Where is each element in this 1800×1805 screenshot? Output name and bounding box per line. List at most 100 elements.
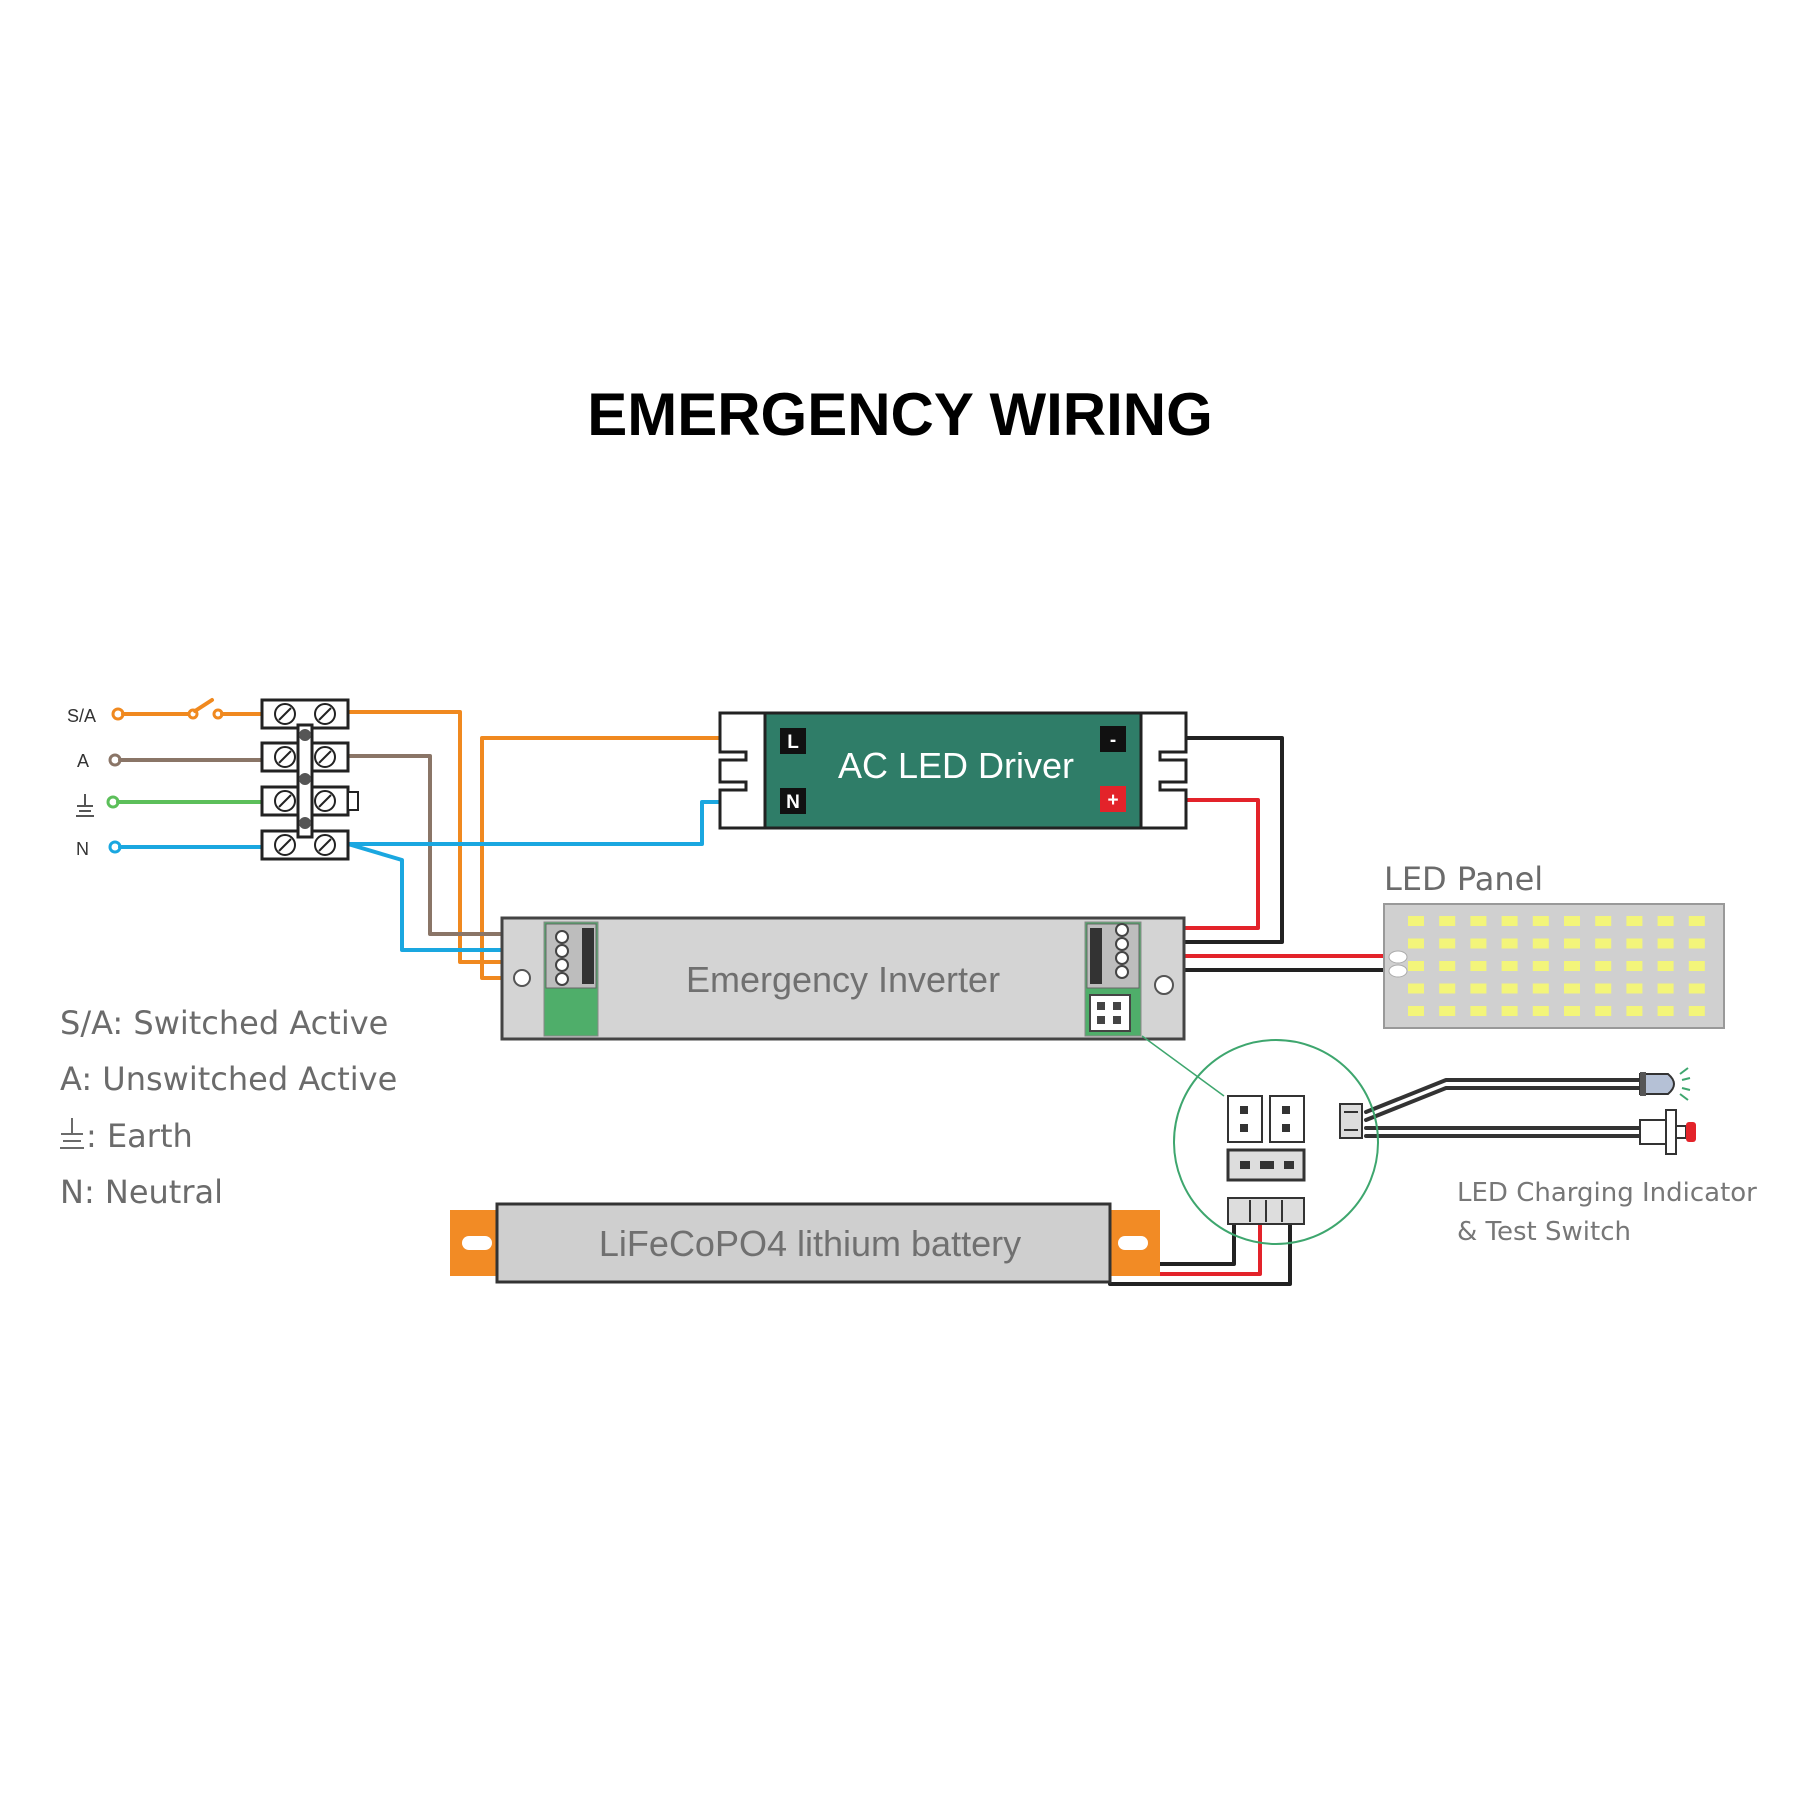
panel-led-chip <box>1501 916 1518 926</box>
panel-led-chip <box>1688 983 1705 994</box>
panel-led-chip <box>1501 983 1518 994</box>
panel-led-chip <box>1688 938 1705 949</box>
panel-led-chip <box>1408 961 1424 971</box>
inverter-label: Emergency Inverter <box>686 959 1000 1000</box>
driver-pin-minus-label: - <box>1110 730 1116 751</box>
legend-item-a: A: Unswitched Active <box>60 1060 397 1098</box>
detail-socket-left <box>1227 1095 1263 1143</box>
panel-led-chip <box>1688 1006 1705 1016</box>
panel-label: LED Panel <box>1384 860 1543 898</box>
panel-led-chip <box>1564 938 1580 949</box>
page-title: EMERGENCY WIRING <box>587 381 1213 448</box>
terminal-label-sa: S/A <box>67 706 96 726</box>
wire-indicator-led <box>1364 1078 1642 1114</box>
indicator-label-line2: & Test Switch <box>1457 1217 1631 1247</box>
panel-led-chip <box>1439 938 1456 949</box>
driver-pin-minus <box>1100 726 1126 752</box>
driver-pin-plus <box>1100 786 1126 812</box>
panel-led-chip <box>1688 961 1705 971</box>
led-panel: LED Panel <box>1383 860 1725 1029</box>
test-switch-button-icon <box>1686 1122 1696 1142</box>
inverter-input-screws <box>582 928 594 984</box>
driver-pin-n-label: N <box>786 792 800 813</box>
supply-inputs: S/A A N <box>67 698 264 859</box>
panel-led-chip <box>1532 961 1549 971</box>
driver-label: AC LED Driver <box>838 745 1074 786</box>
driver-mount-left <box>718 711 767 830</box>
indicator-plug <box>1339 1103 1363 1139</box>
driver-pin-l-label: L <box>787 732 799 753</box>
panel-led-chip <box>1626 983 1643 994</box>
legend-item-sa: S/A: Switched Active <box>60 1004 388 1042</box>
panel-led-chip <box>1657 961 1674 971</box>
panel-led-chip <box>1470 961 1487 971</box>
panel-led-chip <box>1595 1006 1612 1016</box>
detail-socket-right <box>1269 1095 1305 1143</box>
legend-earth-icon <box>60 1118 84 1149</box>
panel-led-chip <box>1408 916 1424 926</box>
panel-led-chip <box>1595 961 1612 971</box>
inverter-mount-hole-right <box>1154 975 1174 995</box>
panel-led-chip <box>1532 938 1549 949</box>
panel-led-chip <box>1408 983 1424 994</box>
detail-callout-line <box>1141 1035 1225 1097</box>
panel-led-chip <box>1688 916 1705 926</box>
panel-led-chip <box>1501 1006 1518 1016</box>
panel-led-chip <box>1532 916 1549 926</box>
panel-led-chip <box>1439 983 1456 994</box>
panel-led-chip <box>1626 1006 1643 1016</box>
panel-led-chip <box>1408 938 1424 949</box>
driver-mount-right <box>1139 711 1188 830</box>
panel-led-chip <box>1626 961 1643 971</box>
panel-led-chip <box>1439 1006 1456 1016</box>
inverter-body <box>500 916 1186 1041</box>
legend-item-earth: : Earth <box>86 1117 193 1155</box>
detail-circle <box>1173 1039 1379 1245</box>
led-indicator-icon <box>1639 1073 1675 1095</box>
switch-lever <box>193 698 214 713</box>
panel-led-chip <box>1470 983 1487 994</box>
panel-led-chip <box>1595 938 1612 949</box>
earth-symbol-icon <box>76 794 94 817</box>
panel-led-chip <box>1564 983 1580 994</box>
battery-body <box>495 1202 1112 1284</box>
panel-led-chip <box>1532 983 1549 994</box>
panel-led-chip <box>1470 1006 1487 1016</box>
panel-led-chip <box>1626 938 1643 949</box>
wire-neutral-to-driver <box>346 800 766 846</box>
panel-led-chip <box>1564 916 1580 926</box>
terminal-label-a: A <box>77 751 89 771</box>
panel-led-chip <box>1657 916 1674 926</box>
panel-led-chip <box>1439 916 1456 926</box>
driver-body <box>763 711 1143 830</box>
driver-pin-n <box>780 788 806 814</box>
panel-led-chip <box>1657 983 1674 994</box>
wire-driver-negative <box>1128 736 1284 944</box>
panel-led-chip <box>1532 1006 1549 1016</box>
terminal-block <box>260 698 359 861</box>
panel-led-chip <box>1501 961 1518 971</box>
legend: S/A: Switched Active A: Unswitched Activ… <box>60 1004 397 1211</box>
legend-item-n: N: Neutral <box>60 1173 223 1211</box>
lithium-battery: LiFeCoPO4 lithium battery <box>450 1202 1160 1284</box>
panel-led-chip <box>1595 983 1612 994</box>
panel-led-chip <box>1626 916 1643 926</box>
panel-led-grid <box>1408 916 1705 1016</box>
panel-led-chip <box>1439 961 1456 971</box>
inverter-battery-socket <box>1089 994 1131 1032</box>
panel-connector-top <box>1388 950 1408 964</box>
panel-led-chip <box>1657 1006 1674 1016</box>
terminal-label-n: N <box>76 839 89 859</box>
emergency-inverter: Emergency Inverter <box>500 916 1186 1041</box>
panel-led-chip <box>1595 916 1612 926</box>
battery-label: LiFeCoPO4 lithium battery <box>599 1223 1021 1264</box>
panel-led-chip <box>1564 1006 1580 1016</box>
wire-driver-positive <box>1128 798 1260 930</box>
panel-led-chip <box>1470 916 1487 926</box>
driver-pin-plus-label: + <box>1107 790 1118 811</box>
led-glow-icon <box>1679 1067 1691 1101</box>
ac-led-driver: AC LED Driver L N - + <box>718 711 1188 830</box>
panel-led-chip <box>1564 961 1580 971</box>
